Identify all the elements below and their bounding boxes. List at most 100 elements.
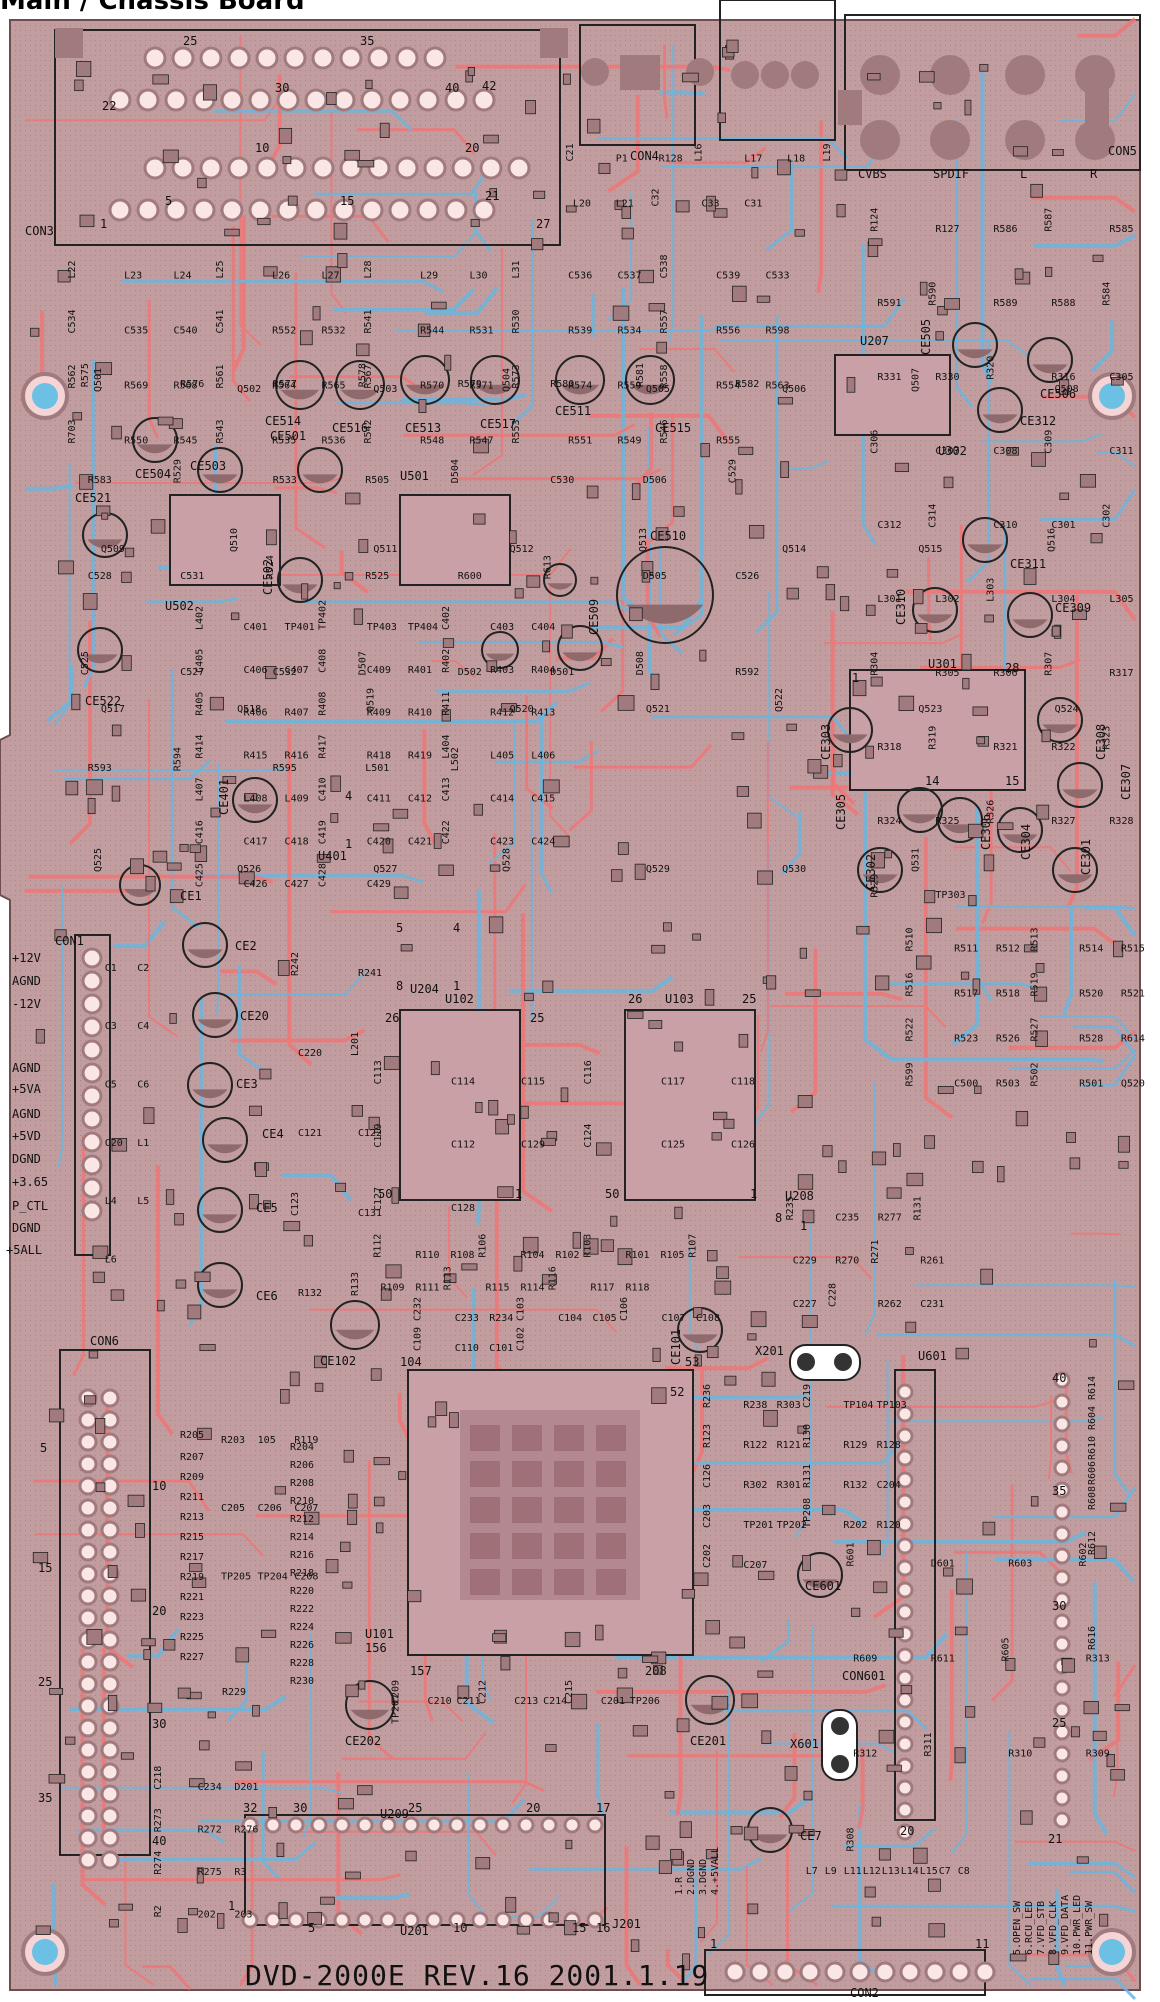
pin-pad [310,1816,328,1834]
pin-pad [81,1177,103,1199]
smd-pad [71,693,81,711]
cap-marking [197,1019,233,1029]
part-label: R529 [172,459,183,483]
copper-trace [1015,1840,1136,1852]
part-label: C312 [877,520,901,531]
smd-pad [570,1693,588,1710]
cap-label: CE521 [75,491,111,505]
smd-pad [347,1493,358,1509]
part-label: L20 [573,199,591,210]
smd-pad [743,1826,759,1841]
part-label: R3 [234,1867,246,1878]
part-label: R611 [931,1654,955,1665]
part-label: Q504 [502,368,513,392]
part-label: C20 [105,1138,123,1149]
smd-pad [919,281,928,296]
smd-pad [1117,1380,1135,1390]
smd-pad [307,1912,323,1925]
copper-trace [923,836,954,1120]
cap-label: CE511 [555,404,591,418]
copper-trace [823,632,964,645]
smd-pad [333,222,348,240]
pin-number: 21 [485,189,499,203]
smd-pad [443,1273,457,1284]
part-label: R569 [124,381,148,392]
part-label: R586 [993,224,1017,235]
smd-pad [797,1174,814,1190]
pin-pad [896,1471,914,1489]
copper-trace [231,226,252,402]
part-label: R304 [869,652,880,676]
part-label: C129 [521,1140,545,1151]
con2-pin-label: 8.VFD_CLK [1048,1901,1059,1955]
electrolytic-cap [202,1117,248,1163]
electrolytic-caps [77,322,1103,1853]
pin-pad [100,1498,120,1518]
part-label: R203 [221,1435,245,1446]
copper-trace [68,620,93,846]
electrolytic-cap [345,1680,395,1730]
part-label: R128 [877,1440,901,1451]
smd-pad [595,1624,604,1641]
pin-pad [220,198,244,222]
copper-trace [981,433,1102,443]
part-label: R205 [180,1430,204,1441]
smd-pad [431,301,447,310]
copper-trace [57,886,64,1168]
pin-pad [924,1961,946,1983]
part-label: C4 [137,1021,149,1032]
part-label: C531 [180,571,204,582]
pin-pad [367,46,391,70]
part-label: C415 [531,793,555,804]
con6-label: CON6 [90,1334,119,1348]
smd-pad [878,1729,895,1744]
copper-trace [759,1618,790,1663]
cap-marking [1012,619,1048,629]
board-outline [0,19,1141,1991]
pin-pad [78,1564,98,1584]
copper-trace [431,660,477,679]
part-label: L1 [137,1138,149,1149]
part-label: C305 [1109,372,1133,383]
pin-pad [78,1850,98,1870]
pin-pad [199,156,223,180]
part-label: R116 [548,1266,559,1290]
pin-pad [304,88,328,112]
pin-pad [896,1449,914,1467]
part-label: R331 [877,372,901,383]
smd-pad [935,331,944,341]
part-label: R322 [1051,742,1075,753]
part-label: R414 [194,734,205,758]
part-label: Q510 [229,528,240,552]
copper-trace [226,701,559,724]
pin-pad [100,1806,120,1826]
smd-pad [750,1311,767,1328]
con2-pin-label: 6.RCU_LED [1024,1901,1035,1955]
smd-pad [340,1541,351,1553]
u102-chip [399,1009,521,1201]
smd-pad [175,1279,187,1289]
pin-pad [248,198,272,222]
rear-label: SPDIF [933,167,969,181]
smd-pad [357,1785,373,1796]
con1-pin-label: AGND [12,1061,41,1075]
u102-label: U102 [445,992,474,1006]
smd-pad [189,844,201,853]
con2-pin-label: 9.VFD_DATA [1060,1895,1071,1955]
part-label: R598 [765,326,789,337]
cap-label: CE305 [834,794,848,830]
copper-trace [422,729,437,845]
part-label: R541 [363,309,374,333]
smd-pad [540,1137,556,1146]
smd-pad [681,1588,695,1599]
part-label: Q530 [782,864,806,875]
u101-thermal-pad [554,1533,584,1559]
pin-pad [395,156,419,180]
pin-pad [1053,1547,1071,1565]
part-label: C118 [731,1076,755,1087]
electrolytic-cap [470,355,520,405]
cap-label: CE3 [236,1077,258,1091]
part-label: R411 [441,692,452,716]
part-label: R564 [272,381,296,392]
part-label: C311 [1109,446,1133,457]
